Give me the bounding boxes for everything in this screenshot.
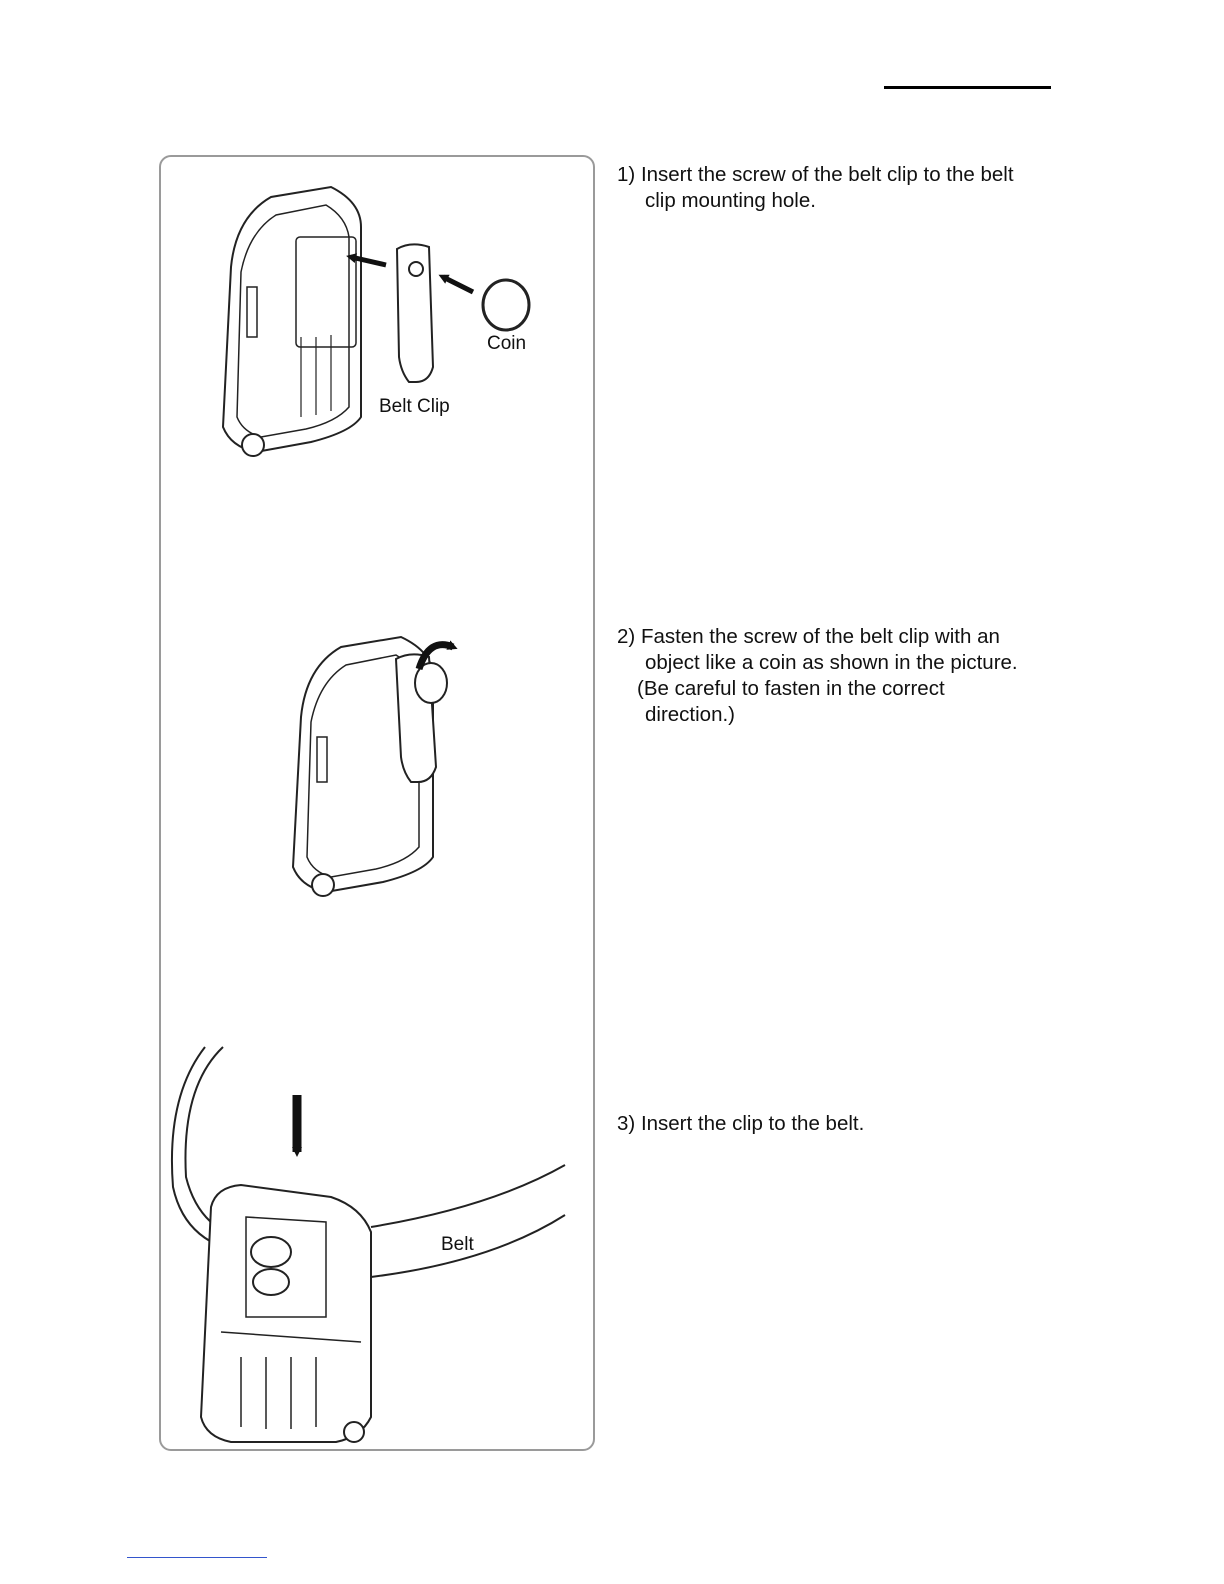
step-text-cont: object like a coin as shown in the pictu… xyxy=(617,650,1067,676)
step-note-cont: direction.) xyxy=(617,702,1067,728)
header-rule xyxy=(884,86,1051,89)
coin-label: Coin xyxy=(487,333,526,354)
insert-arrow-2 xyxy=(443,277,473,292)
step-number: 1) xyxy=(617,163,635,186)
step-text: Fasten the screw of the belt clip with a… xyxy=(641,625,1000,648)
figure-3 xyxy=(172,1047,565,1442)
step-1: 1) Insert the screw of the belt clip to … xyxy=(617,162,1067,214)
step-note: (Be careful to fasten in the correct xyxy=(617,676,1067,702)
coin-part xyxy=(483,280,529,330)
figure-2 xyxy=(293,637,453,896)
step-text-cont: clip mounting hole. xyxy=(617,188,1067,214)
belt-clip-part xyxy=(397,244,433,382)
printer-back-illustration xyxy=(223,187,361,456)
footer-link-underline xyxy=(127,1557,267,1558)
step-text: Insert the clip to the belt. xyxy=(641,1112,864,1135)
belt-clip-label: Belt Clip xyxy=(379,396,450,417)
step-3: 3) Insert the clip to the belt. xyxy=(617,1111,1067,1137)
step-2: 2) Fasten the screw of the belt clip wit… xyxy=(617,624,1067,728)
illustration-panel: Coin Belt Clip xyxy=(159,155,595,1451)
belt-clip-part xyxy=(396,654,447,782)
step-number: 3) xyxy=(617,1112,635,1135)
belt-clip-illustrations: Coin Belt Clip xyxy=(161,157,597,1453)
printer-front-illustration xyxy=(201,1185,371,1442)
step-number: 2) xyxy=(617,625,635,648)
figure-1 xyxy=(223,187,529,456)
step-text: Insert the screw of the belt clip to the… xyxy=(641,163,1014,186)
belt-label: Belt xyxy=(441,1234,474,1255)
